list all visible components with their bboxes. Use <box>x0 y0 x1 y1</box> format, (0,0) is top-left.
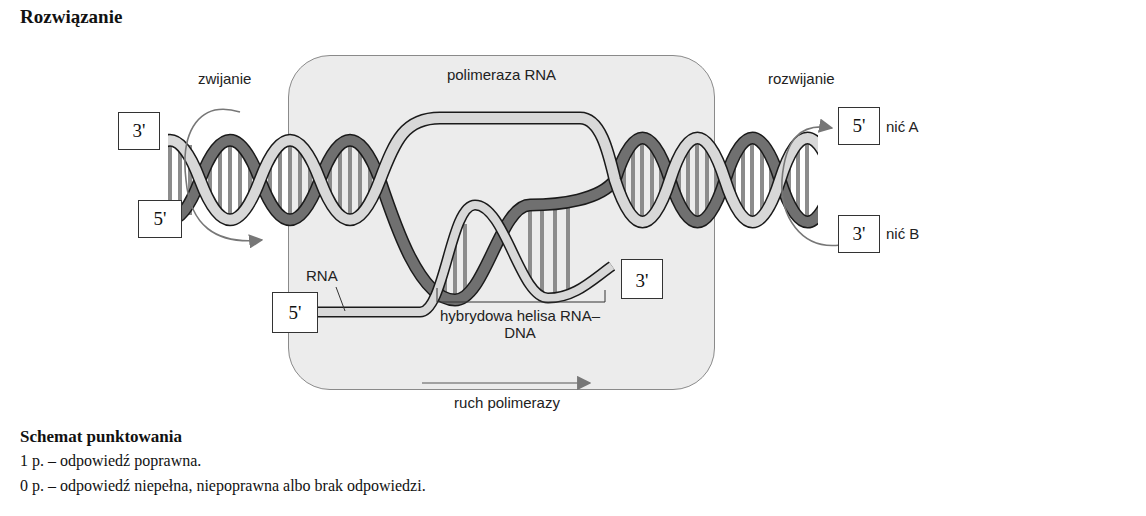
strand-end-box: 3' <box>838 215 880 253</box>
movement-label: ruch polimerazy <box>454 394 560 411</box>
scoring-line: 0 p. – odpowiedź niepełna, niepoprawna a… <box>20 477 426 495</box>
rna-end-box: 3' <box>621 259 663 299</box>
node-text: 5' <box>853 115 866 137</box>
rotation-label: rozwijanie <box>768 70 835 87</box>
strand-end-box: 5' <box>838 107 880 145</box>
section-heading: Schemat punktowania <box>20 427 182 447</box>
unwinding-arrow <box>782 127 840 246</box>
strand-name: nić A <box>886 118 919 135</box>
scoring-line: 1 p. – odpowiedź poprawna. <box>20 452 201 470</box>
node-text: 5' <box>154 208 167 230</box>
rna-end-box: 5' <box>272 292 318 333</box>
polymerase-body: polimeraza RNA 3' <box>288 55 715 390</box>
strand-end-box: 3' <box>118 112 160 150</box>
node-text: polimeraza RNA <box>289 66 714 83</box>
node-text: 3' <box>133 120 146 142</box>
node-text: 3' <box>622 270 662 292</box>
rotation-label: zwijanie <box>198 70 251 87</box>
node-text: 3' <box>853 223 866 245</box>
node-text: 5' <box>289 302 302 324</box>
hybrid-label: hybrydowa helisa RNA–DNA <box>435 307 605 341</box>
page-title: Rozwiązanie <box>20 6 122 28</box>
strand-name: nić B <box>886 225 919 242</box>
winding-arrow <box>185 109 262 240</box>
strand-end-box: 5' <box>138 200 182 238</box>
rna-label: RNA <box>306 267 338 284</box>
